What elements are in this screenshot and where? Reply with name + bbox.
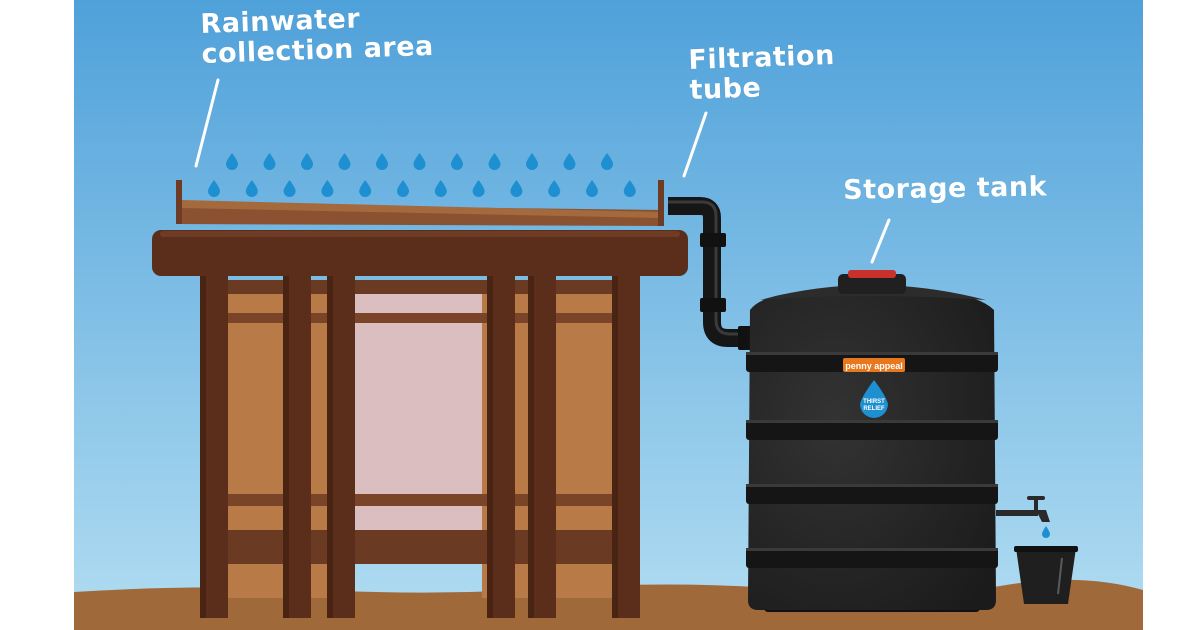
tank-rib [746,420,998,440]
wall-band-top [225,280,617,294]
tank-lid [838,274,906,294]
rain-drop-icon [245,180,258,198]
tap-handle-stem [1034,498,1038,512]
rain-drop-icon [623,180,636,198]
rain-drop-icon [510,180,523,198]
post-shade [283,262,289,618]
label-line: Filtration [687,39,836,76]
page-margin-right [1143,0,1200,630]
pointer-line-filtration [682,111,708,178]
brand-logo-bg [843,358,905,372]
filtration-pipe [668,197,752,347]
label-line: Storage tank [842,171,1048,206]
rain-drop-icon [283,180,296,198]
tank-rib [746,484,998,504]
rain-drop-icon [472,180,485,198]
rain-drop-icon [226,153,238,170]
tap-icon [996,496,1050,538]
tap-pipe [996,510,1038,516]
label-storage-tank: Storage tank [842,171,1048,206]
rain-drop-icon [413,153,426,170]
pointer-line-storage [870,218,891,264]
building [152,230,688,618]
rain-drop-icon [586,180,598,197]
post-shade [528,262,534,618]
rain-drop-icon [338,153,351,170]
bucket-rim [1014,546,1078,552]
rain-drop-icon [451,153,463,170]
page-margin-left [0,0,74,630]
roof-beam [152,230,688,276]
post-shade [612,262,618,618]
label-line: tube [689,72,762,106]
tank-rib [746,548,998,568]
rain-drop-icon [301,153,313,170]
label-rainwater-collection-area: Rainwater collection area [200,2,434,70]
post-shade [327,262,333,618]
rain-drop-icon [397,180,409,197]
rain-drop-icon [359,180,372,198]
wall-band-lower [225,494,617,506]
wall-band-upper [225,313,617,323]
filtration-pipe-highlight [668,200,752,336]
rain-drop-icon [563,153,576,170]
rain-drop-icon [526,153,538,170]
bucket-highlight [1057,557,1063,595]
pipe-coupler [700,298,726,312]
gutter-end-right [658,180,664,226]
tank-rib-highlight [746,548,998,551]
water-drip-icon [1042,526,1050,538]
water-drop-logo-icon [860,380,888,418]
gutter-end-left [176,180,182,224]
tank-rib-highlight [746,484,998,487]
tank-rib-highlight [746,420,998,423]
filtration-tube [668,197,752,350]
tap-handle [1027,496,1045,500]
roof-beam-highlight [160,231,680,237]
brand-logo: penny appeal [845,361,903,371]
wall-door [355,292,482,532]
pointer-line-collection [194,78,220,168]
rain-drop-icon [321,180,334,198]
bucket-body [1016,548,1076,604]
tap-spout [1036,510,1050,522]
rain-drop-icon [548,180,561,198]
post-shade [487,262,493,618]
label-filtration-tube: Filtration tube [687,39,836,106]
rain-drop-icon [488,153,501,170]
rain-drop-icon [376,153,388,170]
post-shade [200,262,206,618]
collection-gutter [176,180,664,226]
rain-drop-icon [434,180,447,198]
bucket-icon [1014,546,1078,604]
pipe-coupler [738,326,752,350]
tank-rib-highlight [746,352,998,355]
pipe-coupler [700,233,726,247]
rain-drops [208,153,636,198]
rain-drop-icon [208,180,220,197]
tank-lid-cap [848,270,896,278]
rain-drop-icon [263,153,276,170]
rain-drop-icon [601,153,613,170]
gutter-inner [182,200,658,218]
